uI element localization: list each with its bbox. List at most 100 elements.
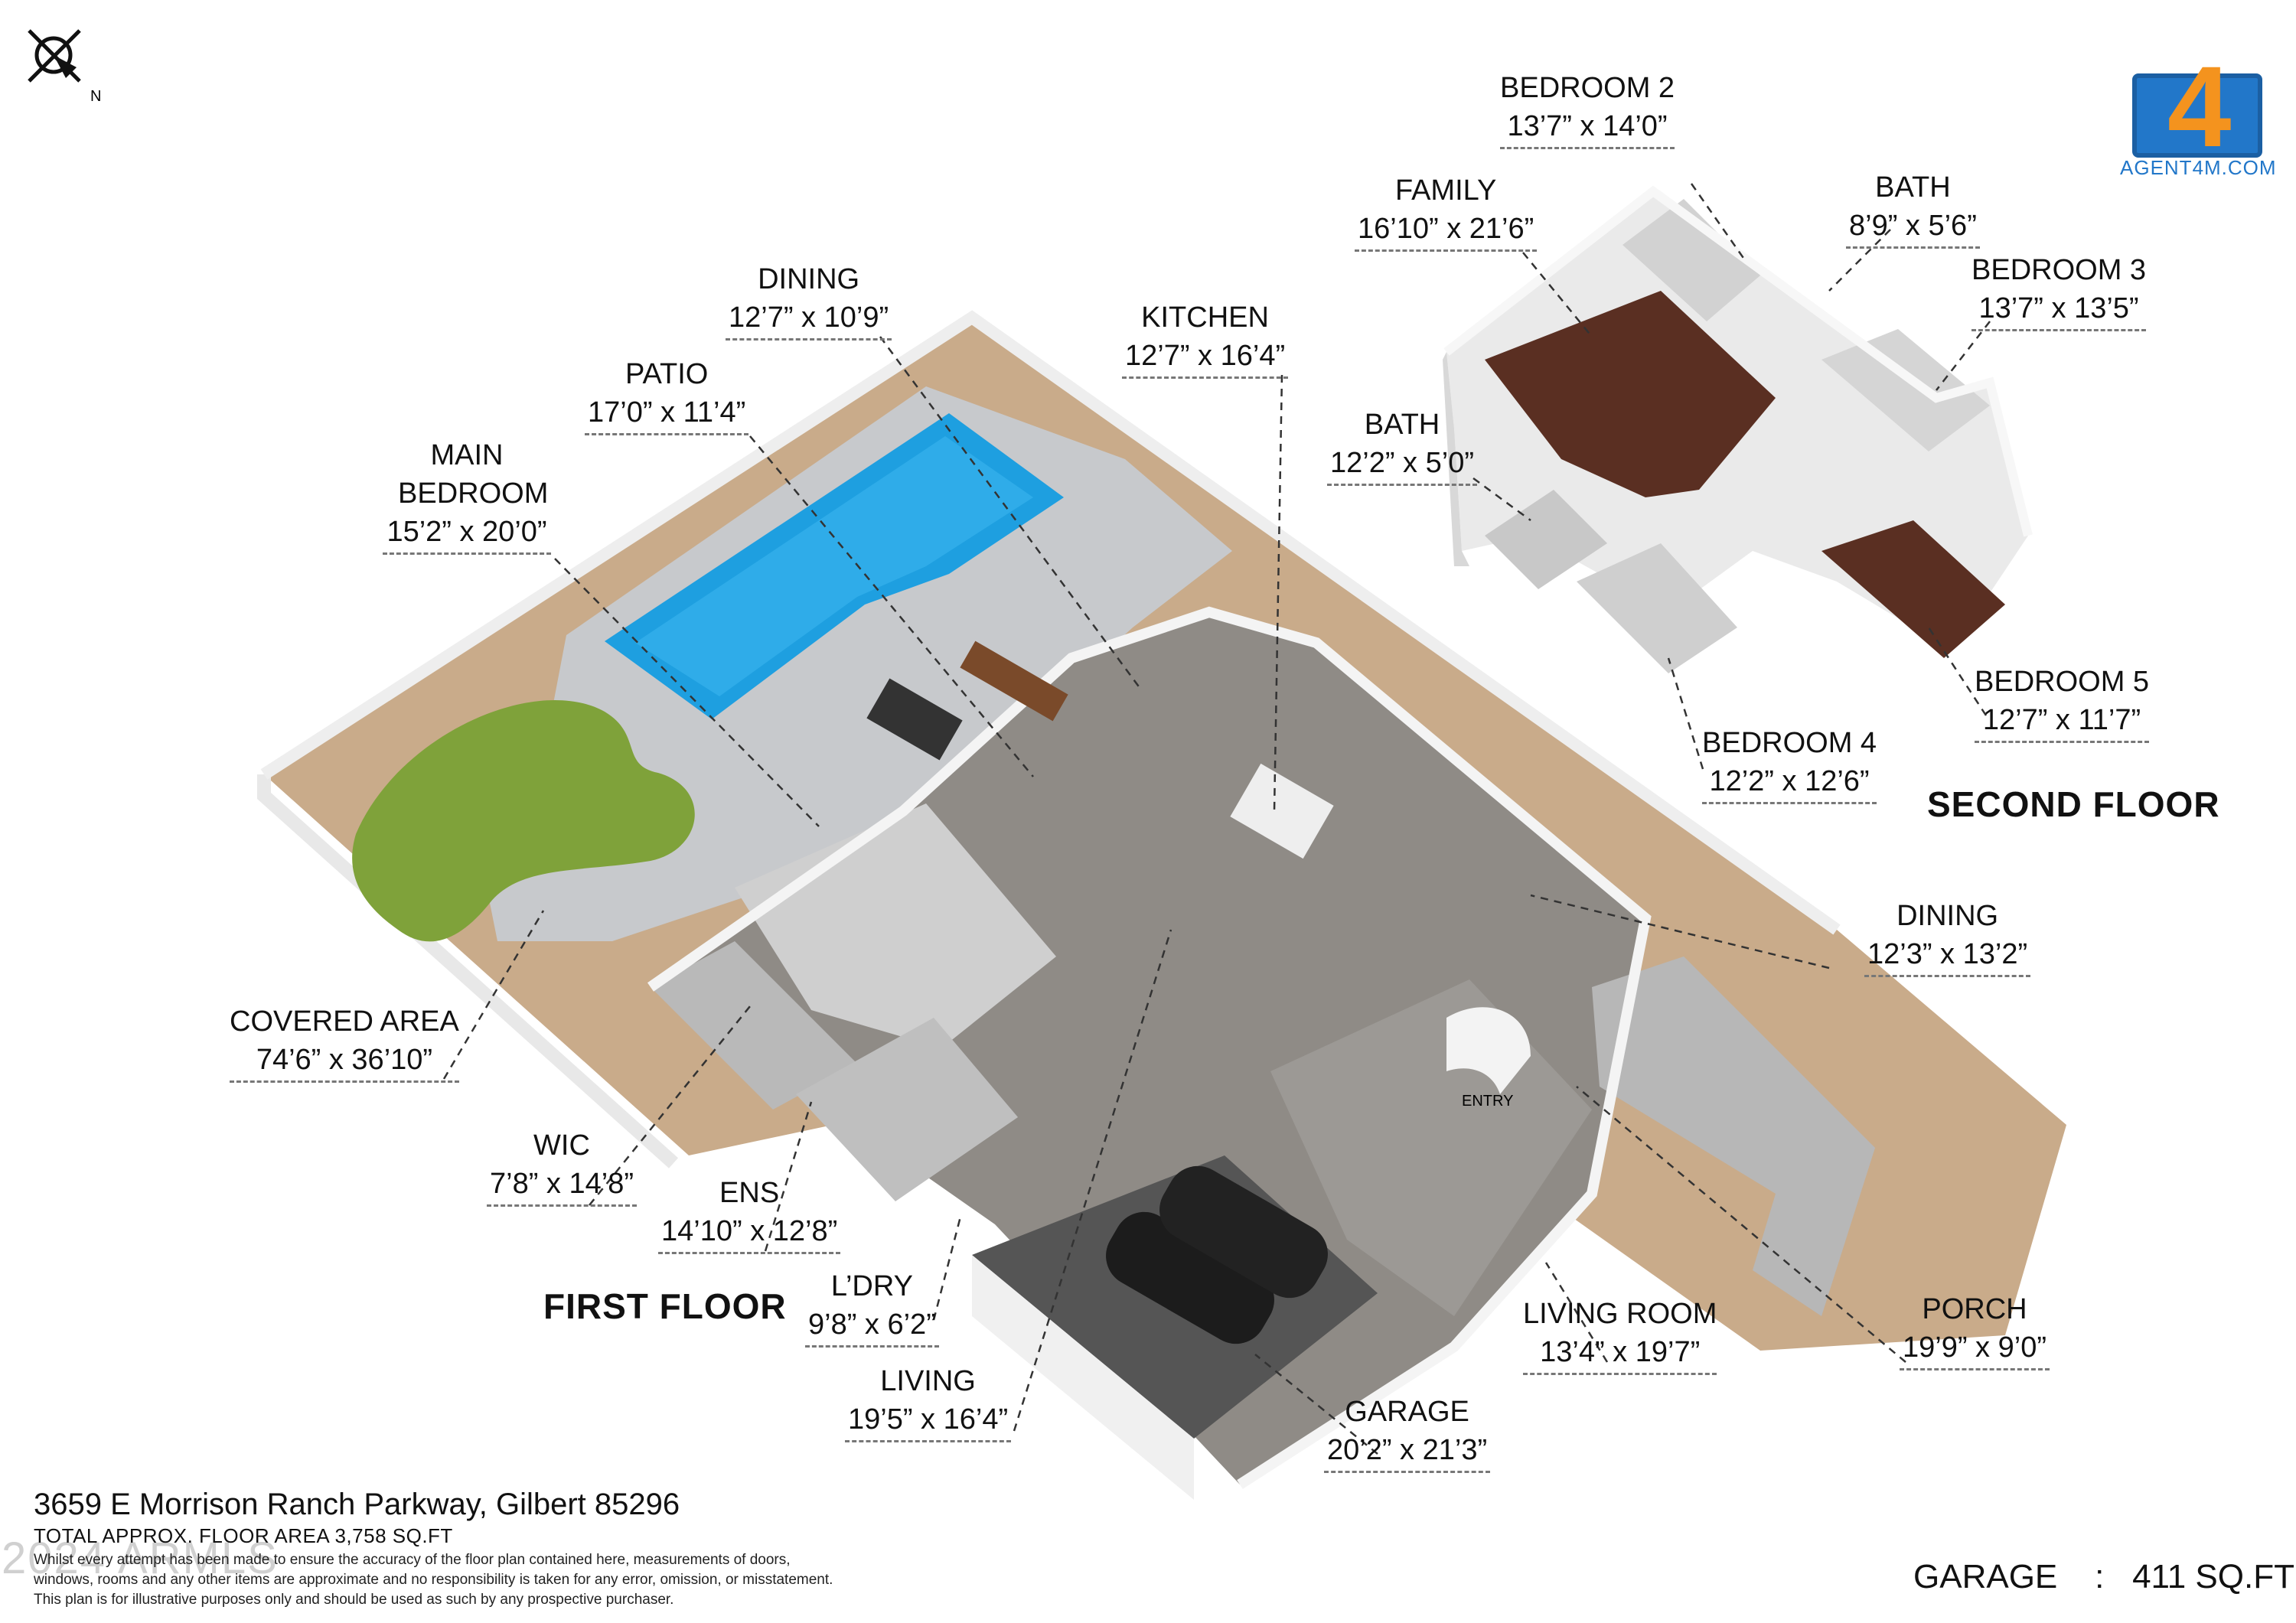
camera-icon [2132, 73, 2262, 158]
room-name: BEDROOM 2 [1500, 72, 1675, 104]
room-name: FAMILY [1394, 174, 1497, 207]
wic-floor [651, 941, 857, 1110]
room-name: KITCHEN [1141, 301, 1269, 334]
first-floor-title: FIRST FLOOR [543, 1286, 787, 1326]
room-label-bedroom-2: BEDROOM 2 13’7” x 14’0” [1500, 69, 1675, 149]
room-label-bath-second: BATH 12’2” x 5’0” [1327, 406, 1477, 486]
room-label-bedroom-4: BEDROOM 4 12’2” x 12’6” [1702, 724, 1877, 804]
room-dims: 74’6” x 36’10” [230, 1041, 459, 1083]
room-name: PORCH [1922, 1293, 2027, 1325]
bedroom-3-floor [1821, 329, 1990, 451]
room-name: BATH [1364, 409, 1440, 441]
watermark: 2024 ARMLS [2, 1533, 279, 1583]
room-name: BEDROOM 3 [1971, 254, 2147, 286]
room-dims: 17’0” x 11’4” [585, 393, 749, 435]
second-floor-walls [1443, 185, 2033, 537]
room-dims: 12’2” x 12’6” [1702, 762, 1877, 804]
entry-stair [1446, 1007, 1531, 1094]
room-dims: 12’7” x 11’7” [1975, 701, 2150, 743]
pool-highlight [635, 436, 1033, 696]
disclaimer: Whilst every attempt has been made to en… [34, 1550, 983, 1610]
room-name: MAIN BEDROOM [398, 439, 549, 510]
first-floor-walls [647, 606, 1652, 1489]
room-label-garage: GARAGE 20’2” x 21’3” [1324, 1393, 1491, 1473]
room-name: LIVING ROOM [1523, 1298, 1717, 1330]
room-dims: 12’7” x 10’9” [726, 298, 892, 341]
bath-second-floor [1485, 490, 1607, 589]
entry-label: ENTRY [1462, 1093, 1513, 1110]
total-floor-area: TOTAL APPROX. FLOOR AREA 3,758 SQ.FT [34, 1524, 453, 1547]
room-name: WIC [533, 1129, 590, 1162]
room-name: COVERED AREA [230, 1005, 459, 1038]
room-dims: 15’2” x 20’0” [383, 513, 551, 555]
room-label-bath-upper: BATH 8’9” x 5’6” [1846, 168, 1980, 249]
second-floor-title: SECOND FLOOR [1927, 784, 2220, 824]
kitchen-island-icon [1230, 763, 1334, 859]
property-address: 3659 E Morrison Ranch Parkway, Gilbert 8… [34, 1488, 680, 1521]
compass-label: N [90, 88, 101, 105]
room-name: ENS [719, 1177, 780, 1209]
room-dims: 19’9” x 9’0” [1900, 1328, 2050, 1370]
leader-lines [442, 183, 1991, 1455]
disclaimer-line: Whilst every attempt has been made to en… [34, 1552, 791, 1568]
room-label-ens: ENS 14’10” x 12’8” [658, 1174, 841, 1254]
room-name: PATIO [625, 358, 709, 390]
logo-number: 4 [2167, 42, 2232, 171]
room-label-wic: WIC 7’8” x 14’8” [487, 1126, 637, 1207]
room-label-dining-second: DINING 12’3” x 13’2” [1864, 897, 2031, 977]
room-dims: 7’8” x 14’8” [487, 1165, 637, 1207]
room-name: DINING [1896, 900, 1999, 932]
room-dims: 13’7” x 14’0” [1500, 107, 1675, 149]
bbq-island-icon [960, 640, 1068, 722]
room-name: BEDROOM 4 [1702, 727, 1877, 759]
bedroom-4-floor [1577, 543, 1737, 673]
bedroom-2-floor [1623, 199, 1760, 321]
room-name: BATH [1875, 171, 1951, 204]
room-label-living: LIVING 19’5” x 16’4” [845, 1362, 1012, 1442]
family-wood-floor [1485, 291, 1776, 497]
room-label-family: FAMILY 16’10” x 21’6” [1355, 171, 1538, 252]
room-name: BEDROOM 5 [1975, 666, 2150, 698]
garage-wall [972, 1255, 1194, 1500]
room-label-laundry: L’DRY 9’8” x 6’2” [805, 1267, 939, 1348]
room-dims: 19’5” x 16’4” [845, 1400, 1012, 1442]
bedroom-5-wood-floor [1821, 520, 2005, 658]
room-dims: 13’4” x 19’7” [1523, 1333, 1717, 1375]
patio-table-icon [866, 678, 963, 761]
yard-wall-top [260, 310, 1841, 935]
room-dims: 12’3” x 13’2” [1864, 935, 2031, 977]
room-dims: 20’2” x 21’3” [1324, 1431, 1491, 1473]
yard-wall-left [257, 774, 679, 1168]
main-bedroom-floor [735, 803, 1056, 1048]
room-label-patio: PATIO 17’0” x 11’4” [585, 355, 749, 435]
room-name: LIVING [880, 1365, 976, 1397]
room-dims: 8’9” x 5’6” [1846, 207, 1980, 249]
room-label-porch: PORCH 19’9” x 9’0” [1900, 1290, 2050, 1370]
grass-lawn [352, 699, 695, 942]
room-name: DINING [758, 263, 860, 295]
car-icon [1159, 1165, 1328, 1299]
room-label-main-bedroom: MAIN BEDROOM 15’2” x 20’0” [383, 436, 551, 555]
room-name: GARAGE [1345, 1396, 1469, 1428]
room-name: L’DRY [830, 1270, 913, 1302]
compass-icon: N [21, 23, 106, 107]
logo-text: AGENT4M.COM [2120, 156, 2277, 179]
garage-area-total: GARAGE : 411 SQ.FT [1913, 1558, 2294, 1595]
car-icon [1106, 1211, 1274, 1344]
room-label-kitchen: KITCHEN 12’7” x 16’4” [1122, 298, 1289, 379]
ensuite-floor [796, 1018, 1018, 1201]
agent4m-logo: 4 AGENT4M.COM [2120, 49, 2277, 179]
room-dims: 14’10” x 12’8” [658, 1212, 841, 1254]
disclaimer-line: This plan is for illustrative purposes o… [34, 1592, 674, 1608]
disclaimer-line: windows, rooms and any other items are a… [34, 1572, 833, 1588]
second-floor-side-wall [1443, 352, 1469, 566]
room-label-bedroom-3: BEDROOM 3 13’7” x 13’5” [1971, 251, 2147, 331]
room-dims: 16’10” x 21’6” [1355, 210, 1538, 252]
room-label-living-room: LIVING ROOM 13’4” x 19’7” [1523, 1295, 1717, 1375]
porch-floor [1592, 957, 1875, 1316]
room-label-bedroom-5: BEDROOM 5 12’7” x 11’7” [1975, 663, 2150, 743]
room-dims: 9’8” x 6’2” [805, 1305, 939, 1348]
room-label-dining-first: DINING 12’7” x 10’9” [726, 260, 892, 341]
room-dims: 12’7” x 16’4” [1122, 337, 1289, 379]
